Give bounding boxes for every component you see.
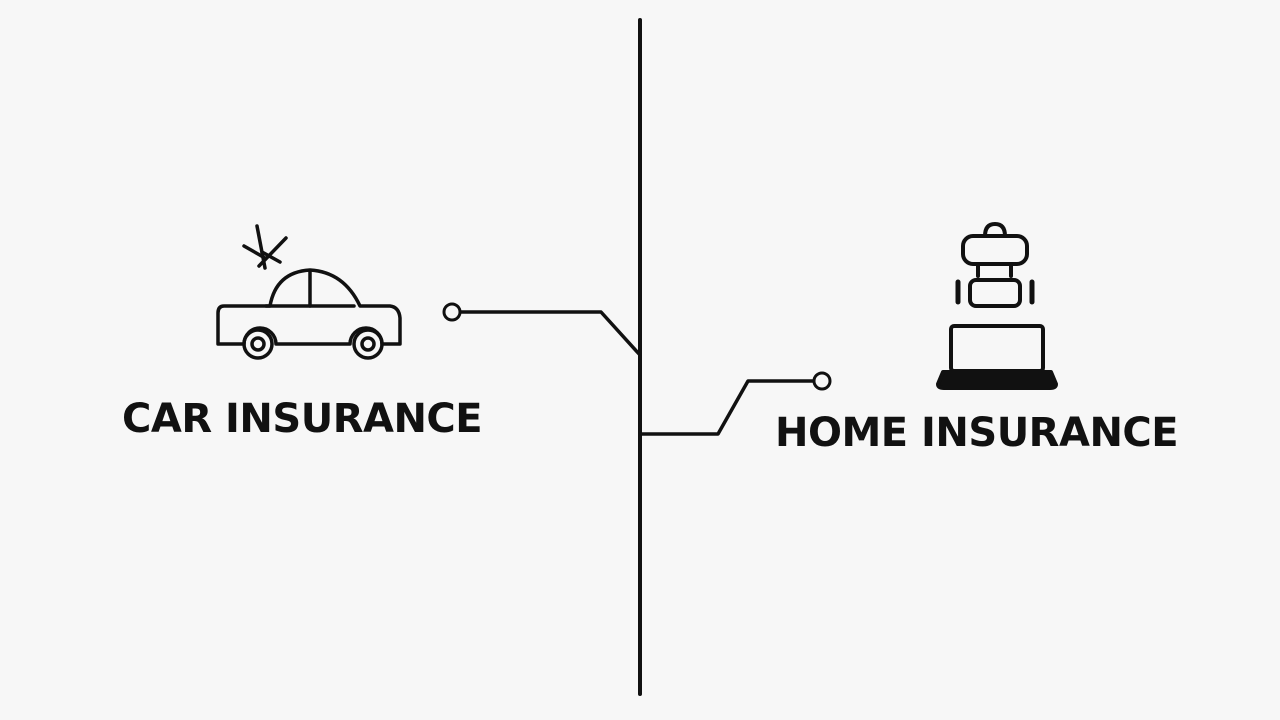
- car-insurance-label: CAR INSURANCE: [122, 396, 483, 442]
- home-insurance-label: HOME INSURANCE: [775, 410, 1179, 456]
- car-crash-icon: [216, 224, 402, 360]
- home-connector-line: [640, 379, 814, 436]
- backpack-laptop-icon: [936, 222, 1058, 390]
- home-connector-node: [812, 371, 832, 391]
- car-connector-node: [442, 302, 462, 322]
- car-connector-line: [460, 310, 642, 357]
